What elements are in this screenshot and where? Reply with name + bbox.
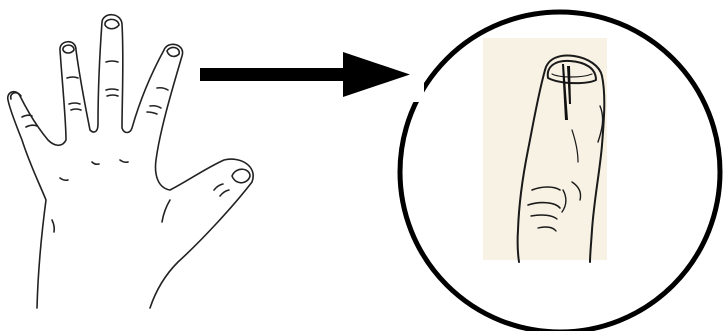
finger-icon [516, 54, 606, 263]
nail-mark-icon [562, 64, 571, 120]
hand-icon [6, 13, 254, 309]
arrow-right-icon [200, 52, 410, 97]
magnifier-circle-icon [397, 9, 723, 331]
